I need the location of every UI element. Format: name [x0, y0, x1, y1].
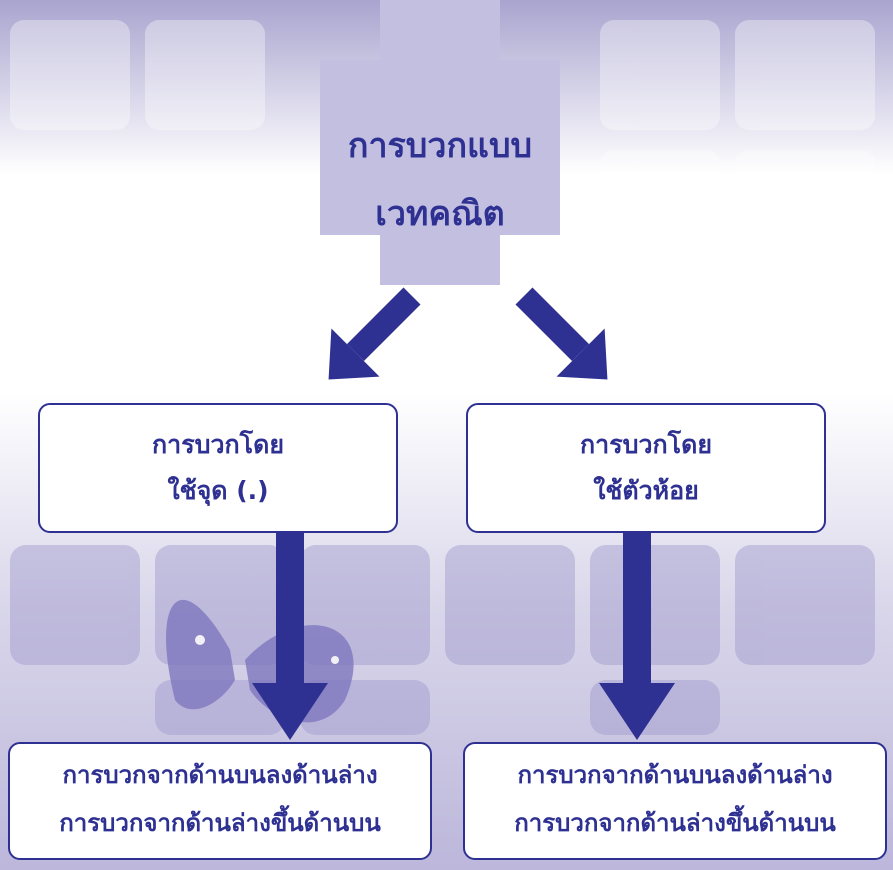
method-box-dot: การบวกโดย ใช้จุด (.)	[38, 403, 398, 533]
arrow-down-left	[328, 287, 421, 380]
outcome-right-line-1: การบวกจากด้านบนลงด้านล่าง	[517, 761, 833, 789]
method-subscript-line-1: การบวกโดย	[580, 430, 712, 459]
method-dot-line-2: ใช้จุด (.)	[167, 476, 269, 505]
outcome-box-left: การบวกจากด้านบนลงด้านล่าง การบวกจากด้านล…	[8, 742, 432, 860]
outcome-right-line-2: การบวกจากด้านล่างขึ้นด้านบน	[514, 809, 836, 837]
arrow-down-left-column	[252, 533, 328, 740]
title-line-1: การบวกแบบ	[347, 126, 533, 166]
outcome-left-line-1: การบวกจากด้านบนลงด้านล่าง	[62, 761, 378, 789]
title-line-2: เวทคณิต	[375, 194, 505, 234]
outcome-left-line-2: การบวกจากด้านล่างขึ้นด้านบน	[59, 809, 381, 837]
method-subscript-line-2: ใช้ตัวห้อย	[593, 476, 699, 505]
title-text: การบวกแบบ เวทคณิต	[320, 112, 560, 248]
method-box-subscript: การบวกโดย ใช้ตัวห้อย	[466, 403, 826, 533]
arrow-down-right	[515, 287, 608, 380]
outcome-box-right: การบวกจากด้านบนลงด้านล่าง การบวกจากด้านล…	[463, 742, 887, 860]
arrow-down-right-column	[599, 533, 675, 740]
method-dot-line-1: การบวกโดย	[152, 430, 284, 459]
